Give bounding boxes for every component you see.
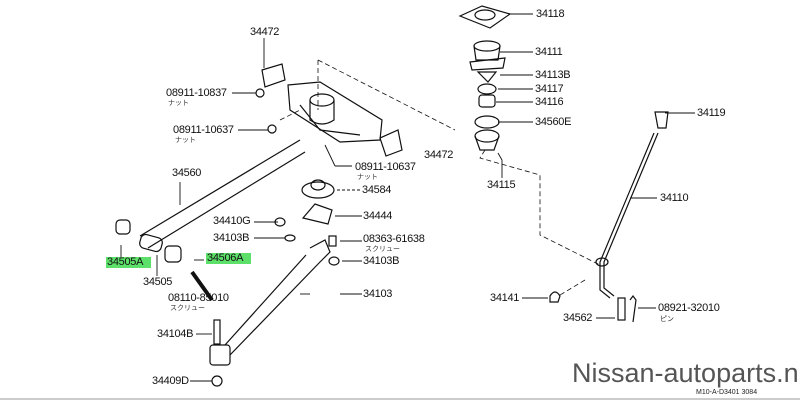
part-label: 08911-10837 [166,87,227,99]
highlighted-part-label[interactable]: 34505A [106,257,152,268]
part-label: 34118 [536,8,565,20]
crossmember [255,63,403,157]
part-label: 34472 [250,26,280,38]
shift-lever [549,111,669,323]
highlighted-part-label[interactable]: 34506A [206,253,252,264]
part-note: ナット [357,174,378,181]
part-label: 34103B [363,255,400,267]
part-label: 34113B [535,69,571,81]
part-label: 34560 [172,167,202,179]
diagram-code: M10-A-D3401 3084 [696,389,758,396]
part-label: 08921-32010 [658,302,720,314]
part-label: 08911-10637 [173,124,234,136]
brackets [274,179,340,266]
part-label: 34444 [363,210,393,222]
part-label: 34472 [424,149,454,161]
part-note: ナット [175,137,196,144]
part-label: 34111 [535,46,563,58]
part-label: 34103B [213,232,250,244]
part-label: 34110 [660,192,689,204]
part-label: 34117 [535,83,564,95]
watermark: Nissan-autoparts.nl [572,358,800,388]
part-label: 08110-85010 [168,292,229,304]
link-rod [190,239,331,387]
part-label: 34410G [213,215,251,227]
dashed-guides [279,59,601,296]
part-label: 34562 [563,312,593,324]
bottom-divider [0,398,800,400]
part-label: 34560E [535,116,572,128]
part-note: スクリュー [170,305,205,312]
part-note: スクリュー [365,246,400,253]
part-label: 34409D [152,375,189,387]
part-label: 34103 [363,288,393,300]
part-label: 34115 [487,179,516,191]
shifter-boot-stack [458,5,512,151]
part-note: ピン [660,316,674,323]
part-note: ナット [168,100,189,107]
part-label: 34505 [143,276,173,288]
leader-lines [120,13,695,382]
part-label: 08363-61638 [363,233,425,245]
part-label: 34141 [490,292,520,304]
part-label: 08911-10637 [355,161,416,173]
control-rod [115,139,306,263]
part-label: 34119 [697,107,726,119]
part-label: 34584 [362,184,392,196]
part-label: 34116 [535,96,564,108]
part-label: 34104B [157,328,194,340]
